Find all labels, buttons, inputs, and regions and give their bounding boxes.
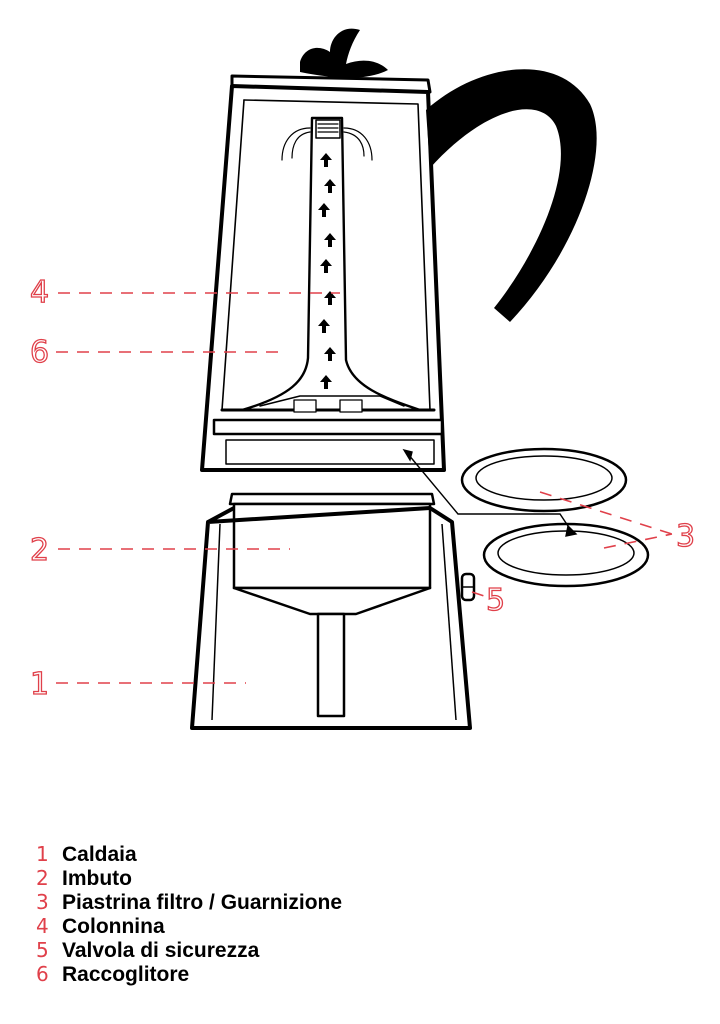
- legend-number: 4: [36, 914, 49, 938]
- callout-number-1: 1: [30, 667, 49, 702]
- callout-leaders: [56, 292, 673, 684]
- legend-item: 6 Raccoglitore: [36, 962, 342, 986]
- callout-number-4: 4: [30, 275, 49, 310]
- legend-label: Imbuto: [62, 867, 132, 890]
- funnel: [228, 492, 436, 718]
- lid-knob: [300, 28, 388, 78]
- legend-number: 6: [36, 962, 49, 986]
- callout-number-3: 3: [676, 519, 695, 554]
- upward-flow-arrow-icon: [318, 319, 330, 333]
- legend-label: Raccoglitore: [62, 963, 190, 986]
- legend-item: 3 Piastrina filtro / Guarnizione: [36, 890, 342, 914]
- funnel-tube: [316, 612, 346, 718]
- upward-flow-arrow-icon: [324, 291, 336, 305]
- upward-flow-arrow-icon: [318, 203, 330, 217]
- pointer-arrow: [402, 448, 578, 537]
- callout-number-6: 6: [30, 335, 49, 370]
- upward-flow-arrow-icon: [320, 259, 332, 273]
- leader-5: [471, 591, 485, 597]
- leader-3a: [539, 491, 673, 535]
- legend-label: Colonnina: [62, 915, 165, 938]
- funnel-rim: [228, 492, 436, 506]
- upward-flow-arrow-icon: [320, 375, 332, 389]
- legend-number: 2: [36, 866, 49, 890]
- legend-number: 3: [36, 890, 49, 914]
- upward-flow-arrow-icon: [320, 153, 332, 167]
- upward-flow-arrow-icon: [324, 179, 336, 193]
- legend-item: 1 Caldaia: [36, 842, 342, 866]
- boiler: [190, 506, 476, 730]
- upper-inner-wall: [243, 99, 431, 411]
- callout-number-5: 5: [486, 583, 505, 618]
- upward-flow-arrow-icon: [324, 233, 336, 247]
- funnel-cone: [232, 586, 432, 616]
- callout-number-2: 2: [30, 533, 49, 568]
- legend-number: 1: [36, 842, 49, 866]
- legend-number: 5: [36, 938, 49, 962]
- upper-chamber: [200, 28, 597, 472]
- upward-flow-arrow-icon: [324, 347, 336, 361]
- legend-label: Caldaia: [62, 843, 137, 866]
- boiler-outline: [190, 506, 472, 730]
- flow-arrows: [318, 153, 336, 389]
- handle: [426, 69, 597, 322]
- legend-item: 5 Valvola di sicurezza: [36, 938, 342, 962]
- leader-3b: [603, 533, 673, 549]
- callout-numbers: 4 6 2 1 3 5: [29, 274, 695, 702]
- legend-label: Valvola di sicurezza: [62, 939, 260, 962]
- legend-item: 2 Imbuto: [36, 866, 342, 890]
- moka-pot-exploded-diagram: 4 6 2 1 3 5: [29, 28, 696, 730]
- legend-label: Piastrina filtro / Guarnizione: [62, 891, 343, 914]
- mounted-filter-plate: [212, 418, 444, 436]
- parts-legend: 1 Caldaia 2 Imbuto 3 Piastrina filtro / Gua…: [36, 842, 342, 986]
- legend-item: 4 Colonnina: [36, 914, 342, 938]
